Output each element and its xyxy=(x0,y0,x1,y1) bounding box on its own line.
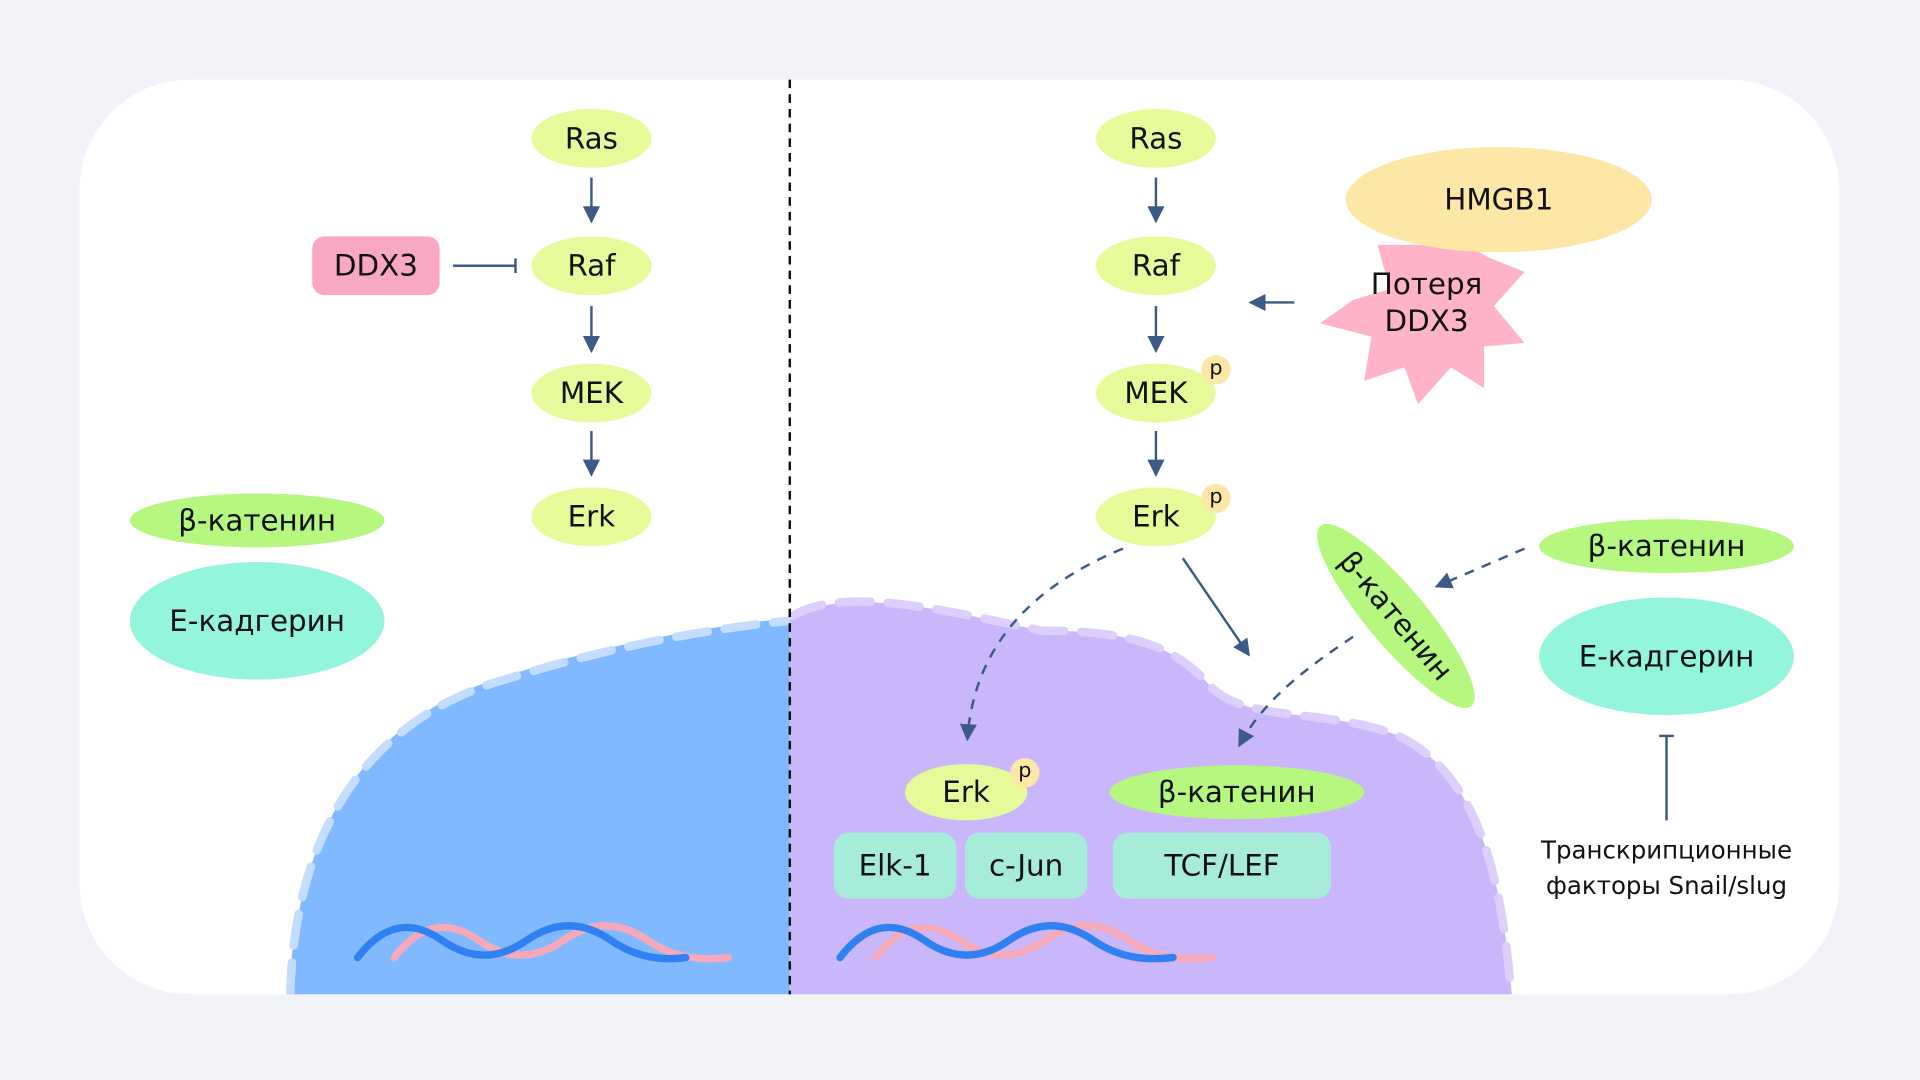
hmgb1-label: HMGB1 xyxy=(1444,183,1553,217)
tcf-lef-label: TCF/LEF xyxy=(1163,849,1279,883)
phospho-badge: p xyxy=(1209,484,1222,508)
nuclear-erk-node: Erk p xyxy=(904,757,1040,821)
tcf-lef-box: TCF/LEF xyxy=(1113,832,1332,899)
elk1-box: Elk-1 xyxy=(833,832,957,899)
right-mek-label: MEK xyxy=(1124,376,1188,410)
left-ras-label: Ras xyxy=(565,121,618,155)
left-e-cadherin-node: Е-кадгерин xyxy=(129,562,385,680)
left-beta-catenin-node: β-катенин xyxy=(129,493,385,548)
left-beta-catenin-label: β-катенин xyxy=(178,503,336,537)
right-e-cadherin-label: Е-кадгерин xyxy=(1579,639,1755,673)
left-mek-node: MEK xyxy=(531,363,652,423)
right-mek-node: MEK p xyxy=(1095,355,1231,423)
left-nucleus-membrane xyxy=(285,616,795,995)
dashed-arrow-icon xyxy=(1434,547,1525,589)
right-dna-icon xyxy=(836,922,1216,963)
ddx3-loss-label-line2: DDX3 xyxy=(1384,304,1468,338)
right-erk-label: Erk xyxy=(1132,500,1180,534)
right-beta-catenin-label: β-катенин xyxy=(1588,529,1746,563)
left-mek-label: MEK xyxy=(560,376,624,410)
cjun-label: c-Jun xyxy=(989,849,1063,883)
left-raf-node: Raf xyxy=(531,236,652,296)
snail-slug-label-line1: Транскрипционные xyxy=(1540,835,1792,864)
nuclear-beta-catenin-node: β-катенин xyxy=(1109,765,1365,820)
right-raf-label: Raf xyxy=(1132,249,1181,283)
left-nucleus xyxy=(287,618,790,995)
cjun-box: c-Jun xyxy=(964,832,1088,899)
left-ras-node: Ras xyxy=(531,108,652,168)
nuclear-beta-catenin-label: β-катенин xyxy=(1158,775,1316,809)
phospho-badge: p xyxy=(1018,758,1031,782)
arrow-icon xyxy=(1181,557,1250,657)
hmgb1-node: HMGB1 xyxy=(1345,146,1652,253)
right-beta-catenin-node: β-катенин xyxy=(1539,519,1794,574)
inhibition-icon xyxy=(453,258,517,274)
left-dna-icon xyxy=(353,922,733,963)
right-ras-label: Ras xyxy=(1129,121,1182,155)
right-erk-node: Erk p xyxy=(1095,483,1231,547)
ddx3-loss-star xyxy=(1320,238,1525,405)
phospho-badge: p xyxy=(1209,355,1222,379)
right-nucleus-membrane xyxy=(787,597,1516,995)
left-erk-label: Erk xyxy=(568,500,616,534)
left-e-cadherin-label: Е-кадгерин xyxy=(169,604,345,638)
inhibition-icon xyxy=(1659,734,1674,821)
snail-slug-label-line2: факторы Snail/slug xyxy=(1546,871,1787,900)
left-erk-node: Erk xyxy=(531,487,652,547)
left-raf-label: Raf xyxy=(567,249,616,283)
dashed-arrow-icon xyxy=(959,547,1124,742)
right-ras-node: Ras xyxy=(1095,108,1216,168)
ddx3-node: DDX3 xyxy=(312,236,440,296)
ddx3-loss-label-line1: Потеря xyxy=(1371,267,1483,301)
ddx3-label: DDX3 xyxy=(334,249,418,283)
right-e-cadherin-node: Е-кадгерин xyxy=(1539,597,1794,716)
elk1-label: Elk-1 xyxy=(859,849,932,883)
right-raf-node: Raf xyxy=(1095,236,1216,296)
nuclear-erk-label: Erk xyxy=(942,775,990,809)
dashed-arrow-icon xyxy=(1238,635,1354,748)
